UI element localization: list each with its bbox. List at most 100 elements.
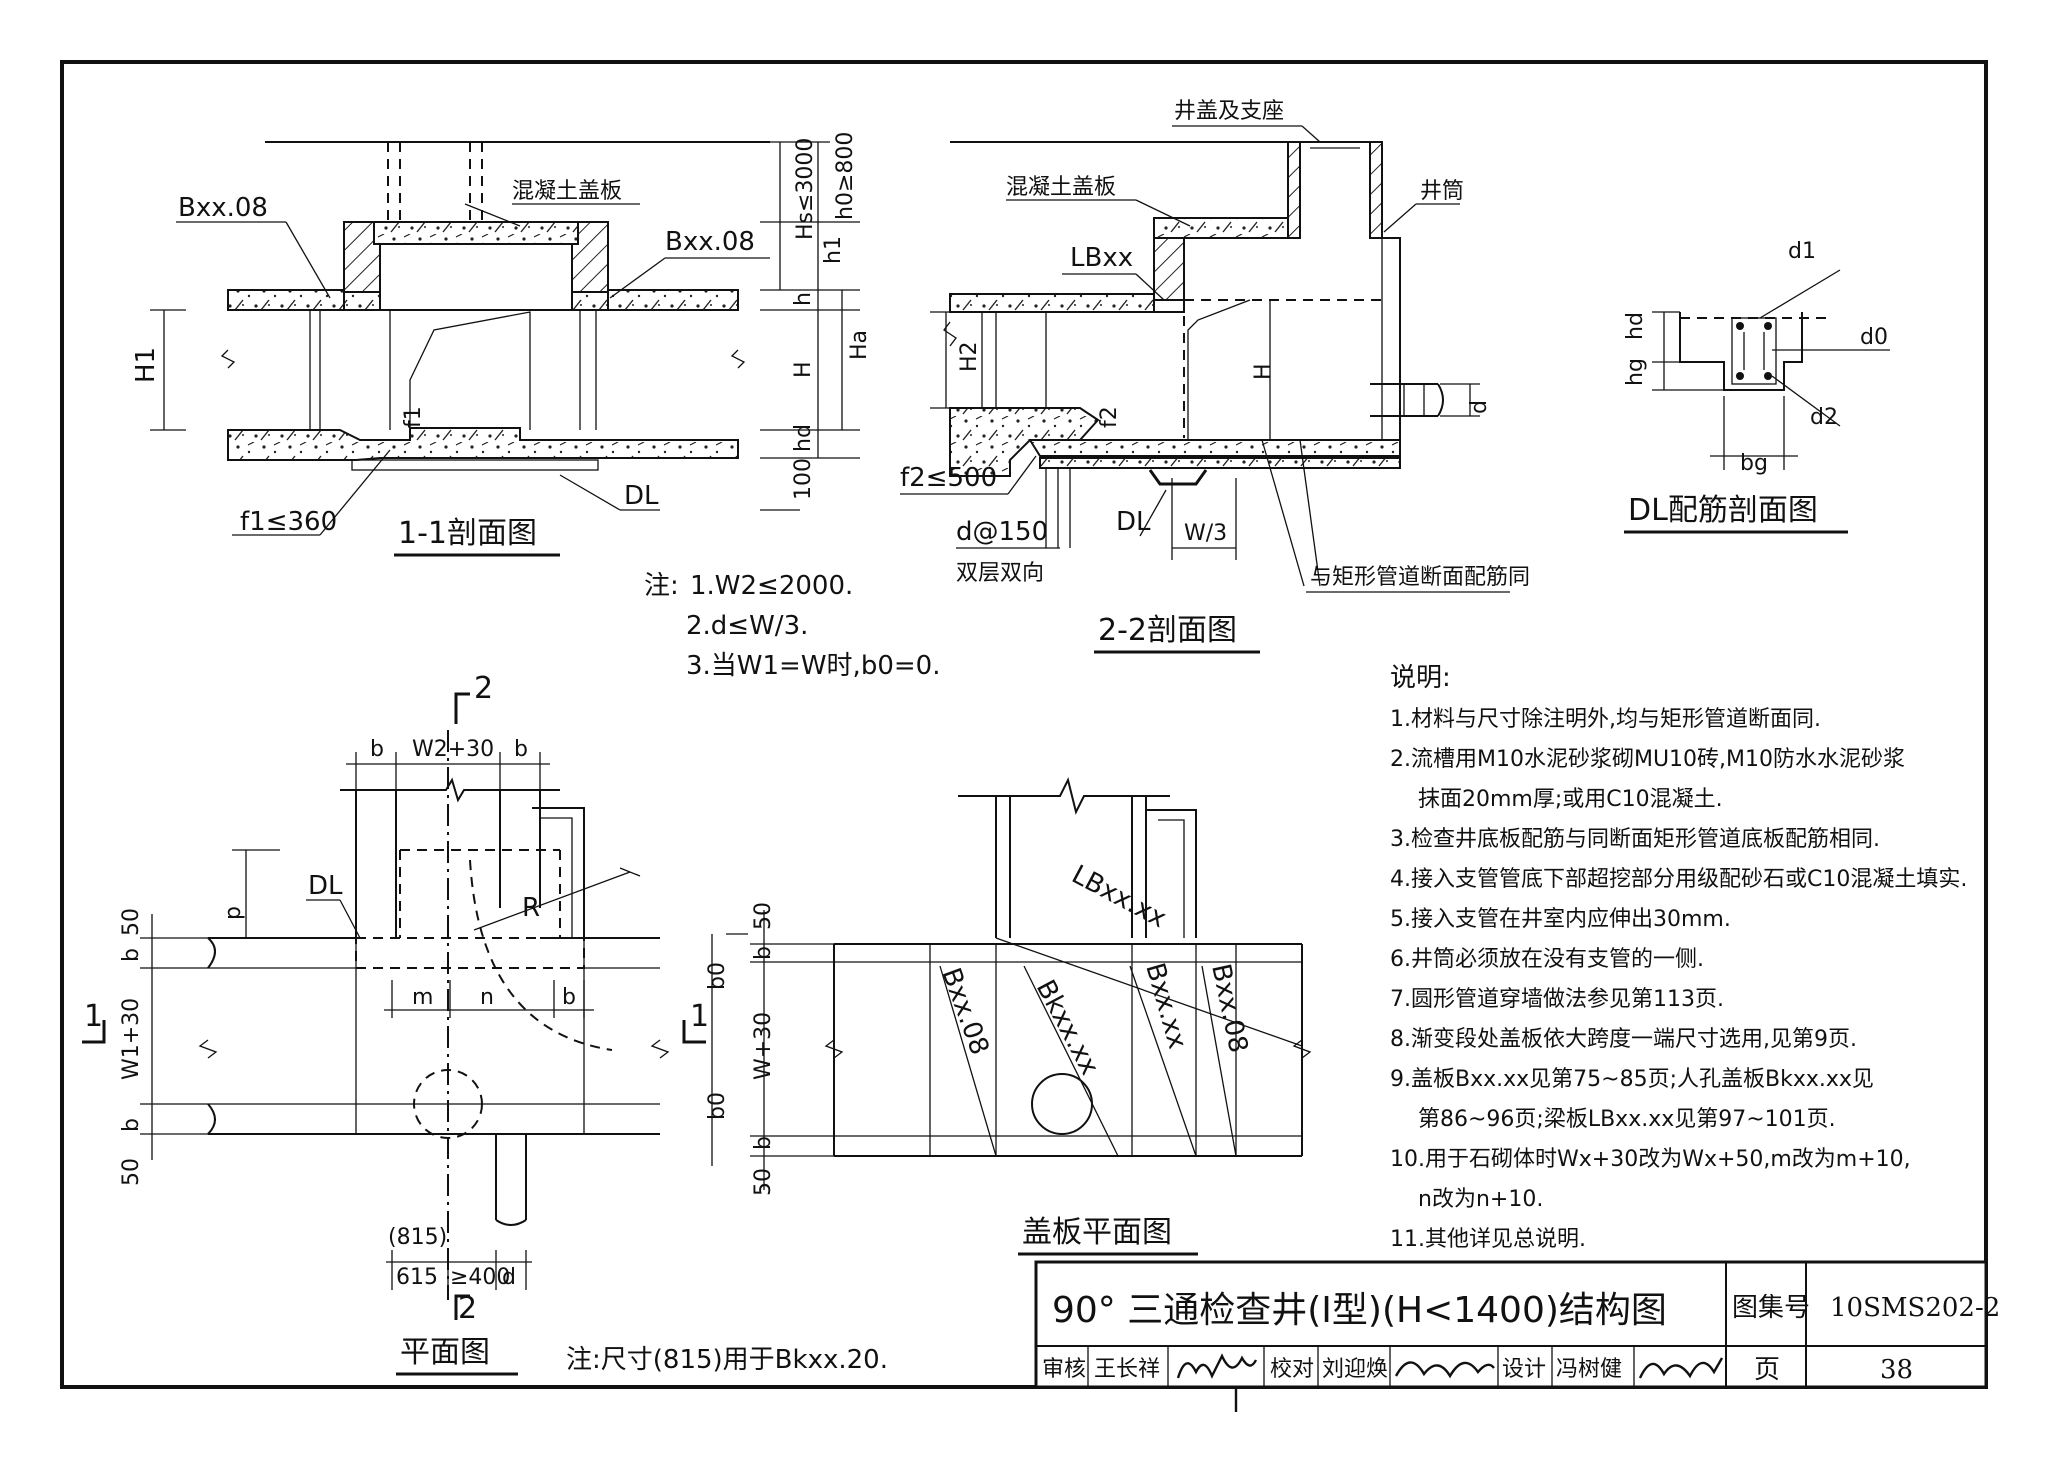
d-dim: d [1467, 400, 1492, 414]
plan-b-mid: b [562, 985, 576, 1010]
rebar-label: d@150 [956, 517, 1048, 547]
plan-mark-left: 1 [84, 999, 103, 1034]
page-label: 页 [1754, 1355, 1780, 1385]
cover-b0-bot: b0 [705, 1092, 730, 1120]
Ha-dim: Ha [847, 330, 872, 360]
plan-view: 2 2 1 1 b W2+30 b [82, 671, 888, 1376]
explanation-line: 1.材料与尺寸除注明外,均与矩形管道断面同. [1390, 707, 1821, 732]
page-no: 38 [1880, 1355, 1913, 1385]
plan-w2: W2+30 [412, 737, 494, 762]
plan-mark-bottom: 2 [458, 1291, 477, 1326]
right-plate-label: Bxx.08 [665, 227, 755, 257]
cover-b-top: b [751, 946, 776, 960]
plan-615: 615 [396, 1265, 438, 1290]
f1-limit-label: f1≤360 [240, 507, 337, 537]
cover-b1: Bxx.08 [935, 964, 994, 1059]
dl-rebar-section: d1 d0 d2 hd hg bg DL配筋剖面图 [1623, 239, 1890, 534]
shaft-label: 井筒 [1420, 179, 1464, 204]
plan-p: p [221, 906, 246, 920]
plan-d: d [502, 1265, 516, 1290]
cover-50-top: 50 [751, 902, 776, 930]
explanation-line: 4.接入支管管底下部超挖部分用级配砂石或C10混凝土填实. [1390, 867, 1967, 892]
h-dim: h [791, 292, 816, 306]
explanation-line: 9.盖板Bxx.xx见第75~85页;人孔盖板Bkxx.xx见 [1390, 1067, 1874, 1092]
explanation-line: n改为n+10. [1418, 1187, 1543, 1212]
plan-815: (815) [388, 1225, 447, 1250]
explanation-line: 7.圆形管道穿墙做法参见第113页. [1390, 987, 1724, 1012]
plan-dl: DL [308, 871, 343, 901]
explanation-line: 2.流槽用M10水泥砂浆砌MU10砖,M10防水水泥砂浆 [1390, 747, 1905, 772]
cover-b2: Bxx.xx [1139, 960, 1192, 1053]
plan-m: m [412, 985, 433, 1010]
w3-dim: W/3 [1184, 521, 1227, 546]
f2-limit-label: f2≤500 [900, 463, 997, 493]
section-1-1: H1 Bxx.08 Bxx.08 混凝土盖板 f1≤360 f1 DL [131, 132, 872, 557]
explanations-block: 说明: 1.材料与尺寸除注明外,均与矩形管道断面同. 2.流槽用M10水泥砂浆砌… [1390, 663, 1967, 1252]
plan-mark-right: 1 [690, 999, 709, 1034]
f2-dim: f2 [1097, 406, 1122, 428]
cover-b3: Bxx.08 [1205, 961, 1253, 1055]
bg-label: bg [1740, 451, 1768, 476]
plan-b-top: b [119, 948, 144, 962]
100-dim: 100 [791, 458, 816, 500]
cover-w: W+30 [751, 1012, 776, 1080]
note-item: 1.W2≤2000. [690, 571, 853, 601]
atlas-no: 10SMS202-2 [1830, 1293, 2000, 1323]
H-dim-2: H [1251, 363, 1276, 380]
plan-title: 平面图 [400, 1335, 490, 1370]
notes-block: 注: 1.W2≤2000. 2.d≤W/3. 3.当W1=W时,b0=0. [644, 571, 940, 681]
dl-label: DL [624, 481, 659, 511]
cover-bk: Bkxx.xx [1030, 975, 1105, 1080]
cover-plan-view: LBxx.xx Bxx.08 Bkxx.xx Bxx.xx Bxx.08 50 … [705, 777, 1312, 1256]
explanation-line: 10.用于石砌体时Wx+30改为Wx+50,m改为m+10, [1390, 1147, 1911, 1172]
hd-dim: hd [791, 424, 816, 452]
plan-note: 注:尺寸(815)用于Bkxx.20. [566, 1345, 888, 1375]
left-plate-label: Bxx.08 [178, 193, 268, 223]
same-as-label: 与矩形管道断面配筋同 [1310, 565, 1530, 590]
explanation-line: 3.检查井底板配筋与同断面矩形管道底板配筋相同. [1390, 827, 1880, 852]
designer-signature [1638, 1357, 1724, 1379]
H-dim: H [791, 361, 816, 378]
cover-50-bot: 50 [751, 1168, 776, 1196]
plan-w1: W1+30 [119, 998, 144, 1080]
note-item: 3.当W1=W时,b0=0. [686, 651, 940, 681]
explanation-line: 5.接入支管在井室内应伸出30mm. [1390, 907, 1731, 932]
plan-mark-top: 2 [474, 671, 493, 706]
designer-name: 冯树健 [1556, 1357, 1622, 1382]
design-label: 设计 [1502, 1357, 1546, 1382]
rebar-note: 双层双向 [956, 561, 1044, 586]
plan-b-bot: b [119, 1118, 144, 1132]
hs-dim: Hs≤3000 [793, 138, 818, 240]
cover-lb: LBxx.xx [1067, 860, 1171, 934]
cover-b-bot: b [751, 1136, 776, 1150]
h0-dim: h0≥800 [833, 132, 858, 220]
section-2-2-title: 2-2剖面图 [1098, 613, 1237, 648]
hg-label: hg [1623, 358, 1648, 386]
explanations-head: 说明: [1390, 663, 1451, 693]
lb-label: LBxx [1070, 243, 1133, 273]
h1-small-dim: h1 [821, 236, 846, 264]
cover-slab-label-2: 混凝土盖板 [1006, 175, 1116, 200]
d1-label: d1 [1788, 239, 1816, 264]
section-2-2: 井盖及支座 混凝土盖板 井筒 LBxx H2 H d f2 f2≤500 d@1… [900, 99, 1530, 654]
drawing-title: 90° 三通检查井(Ⅰ型)(H<1400)结构图 [1052, 1290, 1667, 1331]
cover-seat-label: 井盖及支座 [1174, 99, 1284, 124]
plan-r: R [522, 893, 540, 923]
plan-b-left: b [370, 737, 384, 762]
section-1-1-title: 1-1剖面图 [398, 516, 537, 551]
f1-label: f1 [401, 406, 426, 428]
explanation-line: 抹面20mm厚;或用C10混凝土. [1418, 787, 1723, 812]
dl-section-title: DL配筋剖面图 [1628, 493, 1818, 528]
explanation-line: 11.其他详见总说明. [1390, 1227, 1586, 1252]
notes-head: 注: [644, 571, 679, 601]
note-item: 2.d≤W/3. [686, 611, 808, 641]
sheet-border [60, 60, 1988, 1389]
explanation-line: 6.井筒必须放在没有支管的一侧. [1390, 947, 1704, 972]
plan-n: n [480, 985, 494, 1010]
review-label: 审核 [1042, 1357, 1086, 1382]
cover-slab-label: 混凝土盖板 [512, 179, 622, 204]
d0-label: d0 [1860, 325, 1888, 350]
plan-50-top: 50 [119, 908, 144, 936]
check-label: 校对 [1270, 1357, 1314, 1382]
